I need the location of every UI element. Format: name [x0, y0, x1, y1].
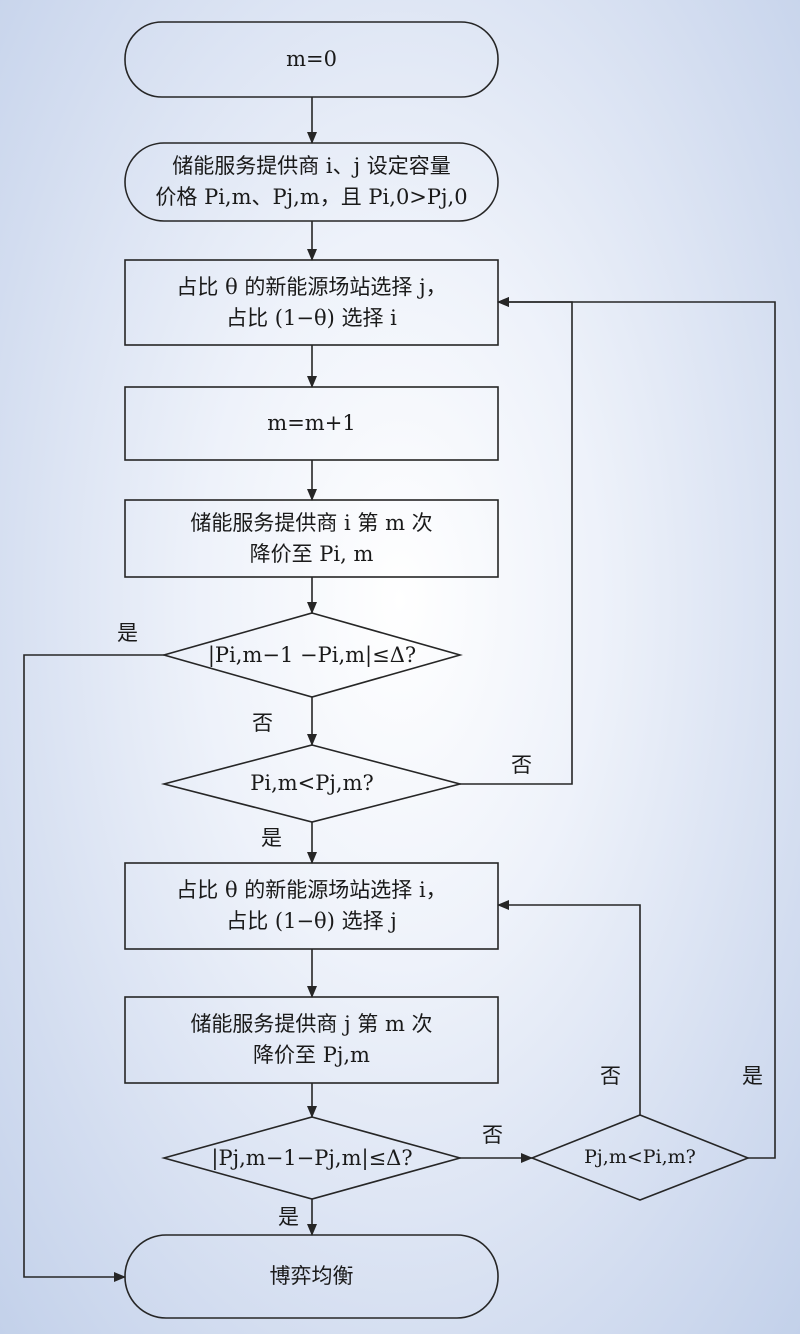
- label-check-i-yes: 是: [117, 621, 138, 645]
- node-choose-i: 占比 θ 的新能源场站选择 i， 占比 (1−θ) 选择 j: [125, 863, 498, 949]
- node-cut-j-line1: 储能服务提供商 j 第 m 次: [190, 1012, 433, 1036]
- label-compare-i-j-no: 否: [511, 753, 532, 777]
- node-cut-i-line2: 降价至 Pi, m: [249, 541, 374, 566]
- node-start: m=0: [125, 22, 498, 97]
- node-choose-i-line1: 占比 θ 的新能源场站选择 i，: [176, 878, 447, 902]
- node-choose-j-line2: 占比 (1−θ) 选择 i: [226, 305, 397, 330]
- node-cut-j-line2: 降价至 Pj,m: [253, 1043, 370, 1067]
- node-cut-i: 储能服务提供商 i 第 m 次 降价至 Pi, m: [125, 500, 498, 577]
- node-check-j-text: |Pj,m−1−Pj,m|≤Δ?: [211, 1145, 413, 1170]
- node-choose-j-line1: 占比 θ 的新能源场站选择 j，: [176, 274, 447, 299]
- label-check-j-no: 否: [482, 1123, 503, 1147]
- node-compare-i-j: Pi,m<Pj,m?: [164, 745, 460, 822]
- node-start-text: m=0: [286, 47, 337, 71]
- node-increment-text: m=m+1: [267, 411, 356, 435]
- arrow-check-i-yes-to-end: [23, 654, 164, 1282]
- node-end: 博弈均衡: [125, 1235, 498, 1318]
- node-cut-j: 储能服务提供商 j 第 m 次 降价至 Pj,m: [125, 997, 498, 1083]
- node-choose-j: 占比 θ 的新能源场站选择 j， 占比 (1−θ) 选择 i: [125, 260, 498, 345]
- node-compare-j-i: Pj,m<Pi,m?: [532, 1115, 748, 1200]
- node-compare-j-i-text: Pj,m<Pi,m?: [584, 1146, 696, 1168]
- node-set-price-line2: 价格 Pi,m、Pj,m，且 Pi,0>Pj,0: [155, 185, 468, 209]
- node-choose-i-line2: 占比 (1−θ) 选择 j: [226, 909, 397, 933]
- node-set-price-line1: 储能服务提供商 i、j 设定容量: [172, 154, 451, 178]
- label-check-i-no: 否: [252, 711, 273, 735]
- label-compare-j-i-no: 否: [600, 1064, 621, 1088]
- node-end-text: 博弈均衡: [269, 1264, 354, 1288]
- node-compare-i-j-text: Pi,m<Pj,m?: [250, 771, 374, 795]
- label-compare-j-i-yes: 是: [742, 1064, 763, 1088]
- node-cut-i-line1: 储能服务提供商 i 第 m 次: [190, 510, 433, 535]
- node-check-i-text: |Pi,m−1 −Pi,m|≤Δ?: [207, 642, 417, 667]
- compare-j-i-diamond: [529, 1114, 751, 1201]
- arrow-compare-j-i-no-to-choose-i: [497, 900, 641, 1115]
- node-set-price: 储能服务提供商 i、j 设定容量 价格 Pi,m、Pj,m，且 Pi,0>Pj,…: [125, 143, 498, 221]
- label-check-j-yes: 是: [278, 1205, 299, 1229]
- label-compare-i-j-yes: 是: [261, 826, 282, 850]
- arrow-compare-j-i-yes-to-choose-j: [497, 297, 776, 1159]
- node-check-i: |Pi,m−1 −Pi,m|≤Δ?: [164, 613, 460, 697]
- node-check-j: |Pj,m−1−Pj,m|≤Δ?: [164, 1117, 460, 1199]
- node-increment: m=m+1: [125, 387, 498, 460]
